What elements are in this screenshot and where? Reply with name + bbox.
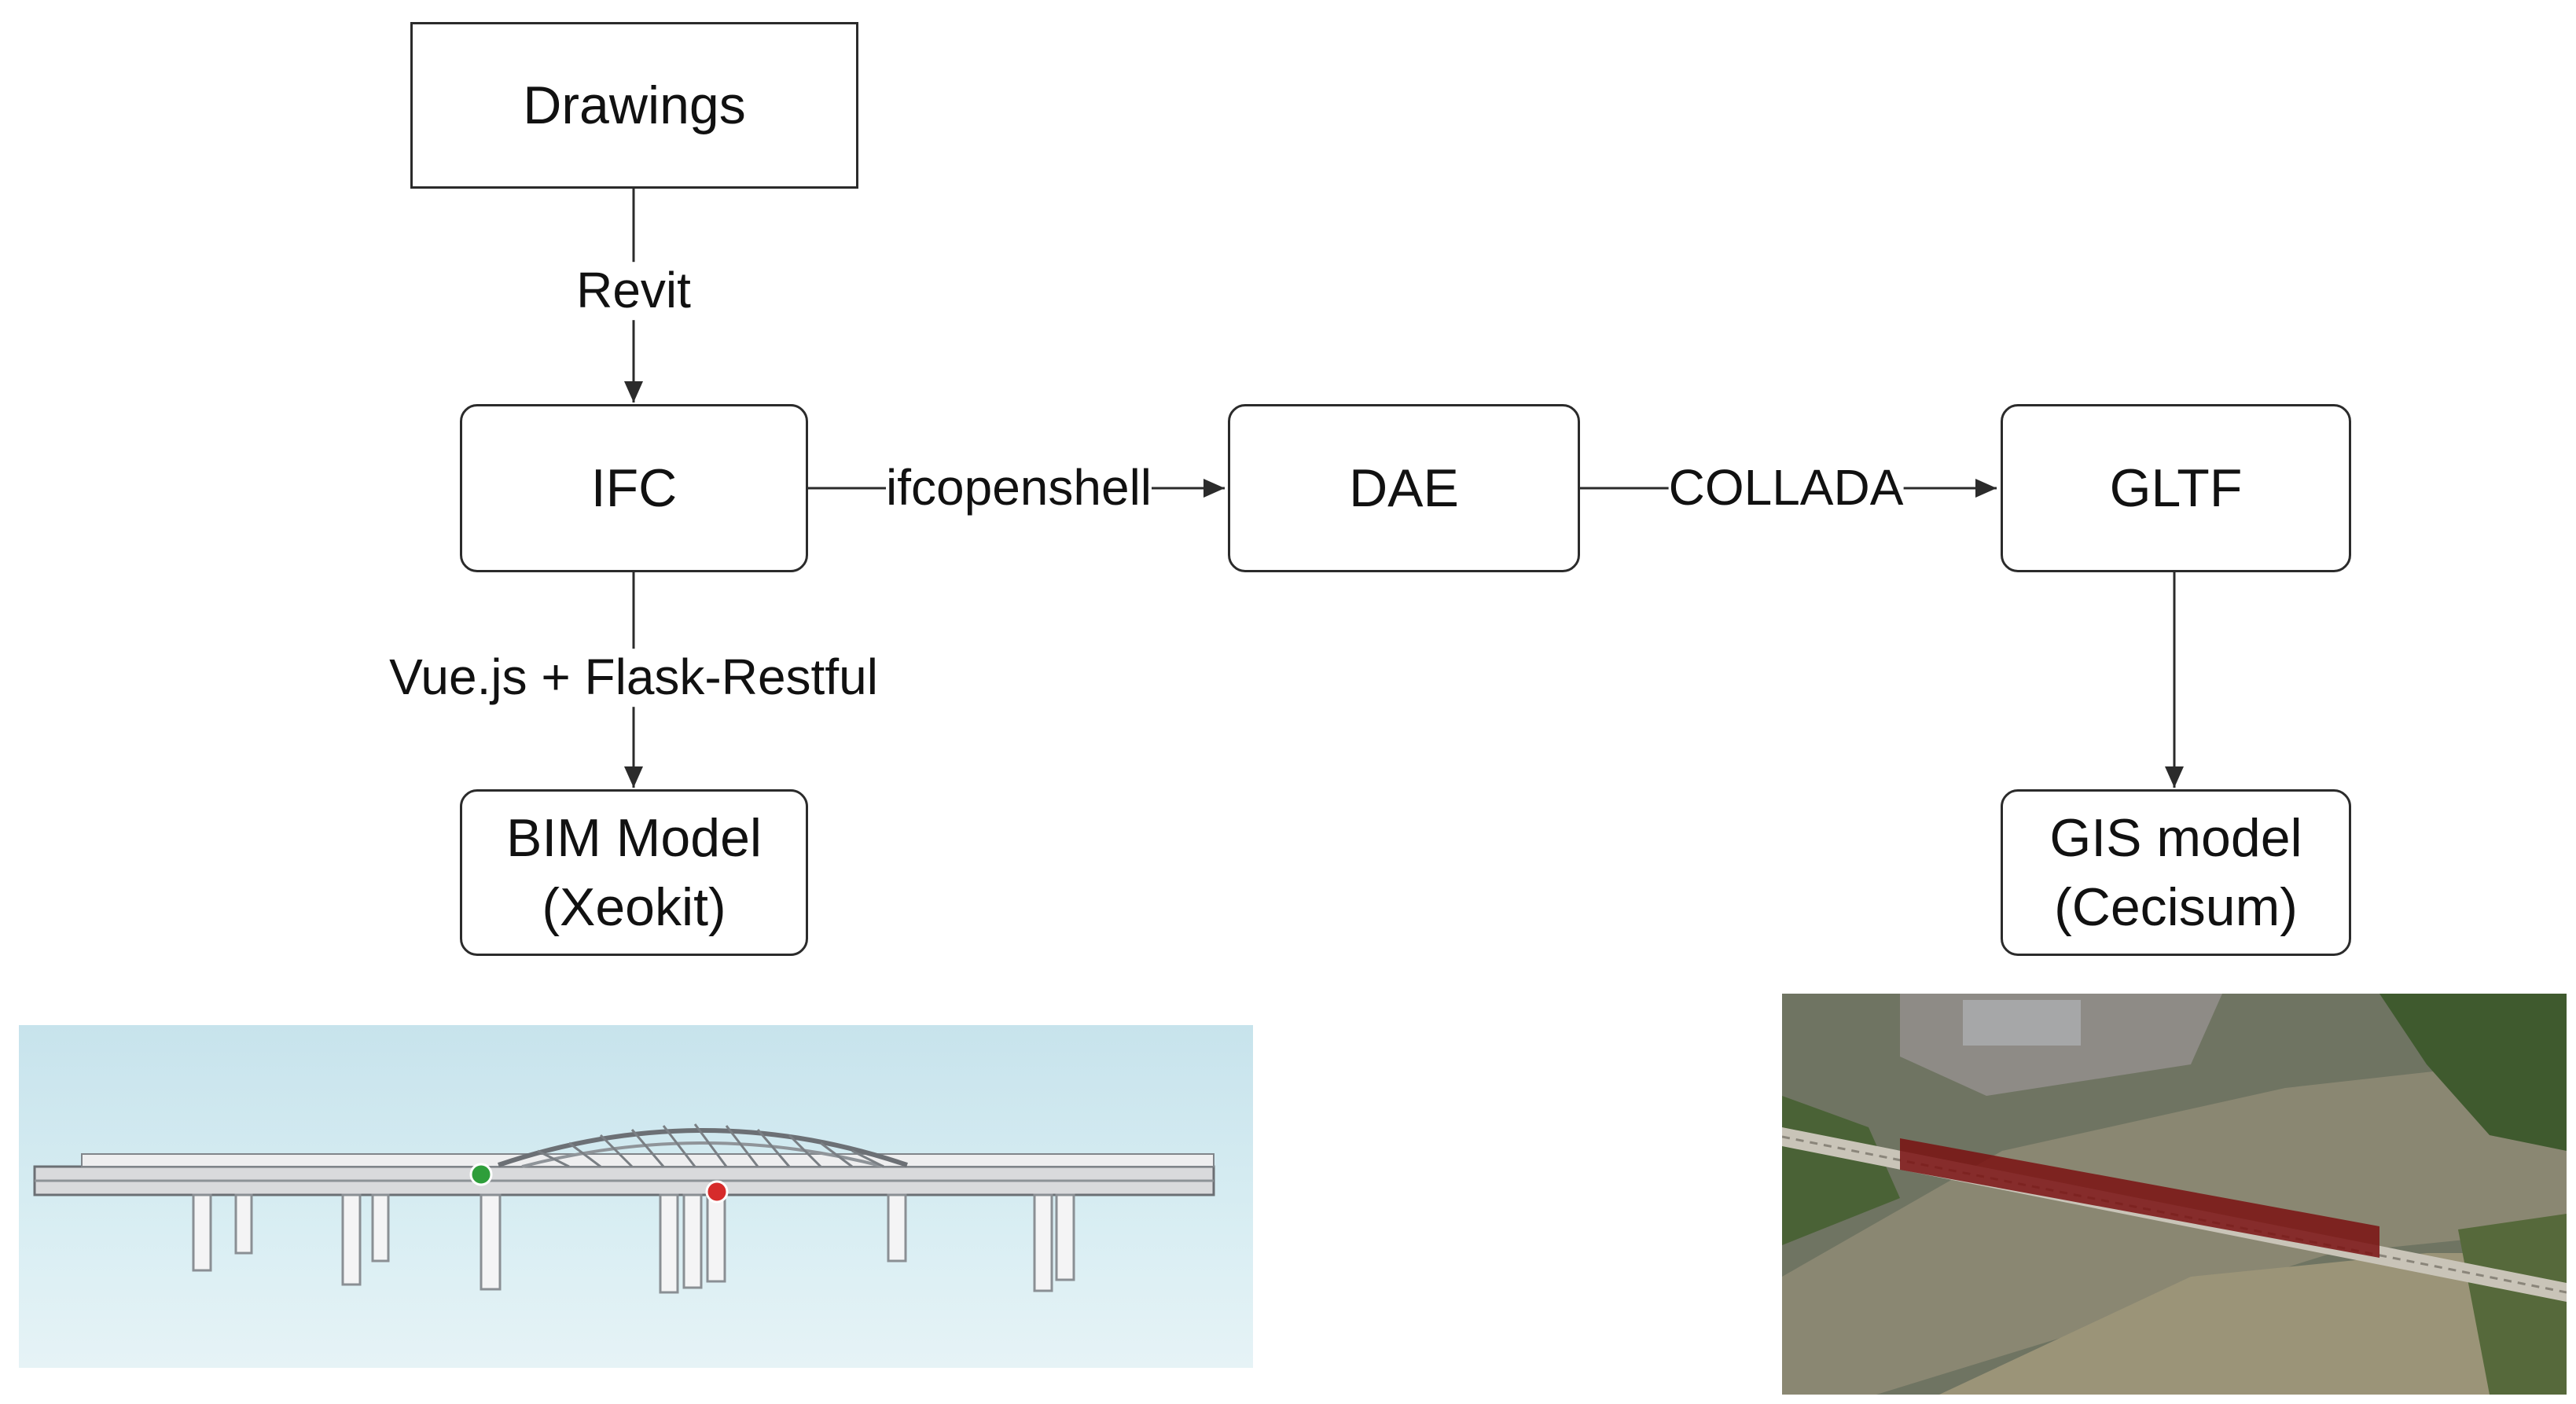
edge-label-collada: COLLADA [1668,459,1904,517]
node-gltf: GLTF [2001,404,2351,572]
river-water [1782,1057,2567,1395]
arch-truss-members [537,1123,884,1168]
bridge-arch-top [498,1128,908,1167]
node-bim-model: BIM Model (Xeokit) [460,789,808,956]
bridge-deck-rail [81,1153,1215,1167]
bridge-3d-model-image [19,1025,1253,1368]
edge-label-revit: Revit [576,262,691,320]
bridge-piers [192,1193,1075,1294]
vegetation-right [2379,994,2567,1151]
node-ifc: IFC [460,404,808,572]
marker-red-icon [705,1180,729,1204]
vegetation-bottom-right [2458,1214,2567,1395]
edge-label-vue-flask: Vue.js + Flask-Restful [389,649,878,707]
satellite-bridge-image [1782,994,2567,1395]
bridge-arch-inner [521,1141,884,1168]
bridge-model-drawing [33,1123,1215,1294]
bim-overlay-red [1900,1138,2379,1258]
node-gis-model: GIS model (Cecisum) [2001,789,2351,956]
mudflat-area [1939,1253,2567,1395]
node-dae: DAE [1228,404,1580,572]
node-drawings: Drawings [410,22,858,189]
building-roof [1963,1000,2081,1046]
marker-green-icon [469,1163,493,1186]
satellite-map-drawing [1782,994,2567,1395]
edge-label-ifcopenshell: ifcopenshell [886,459,1152,517]
